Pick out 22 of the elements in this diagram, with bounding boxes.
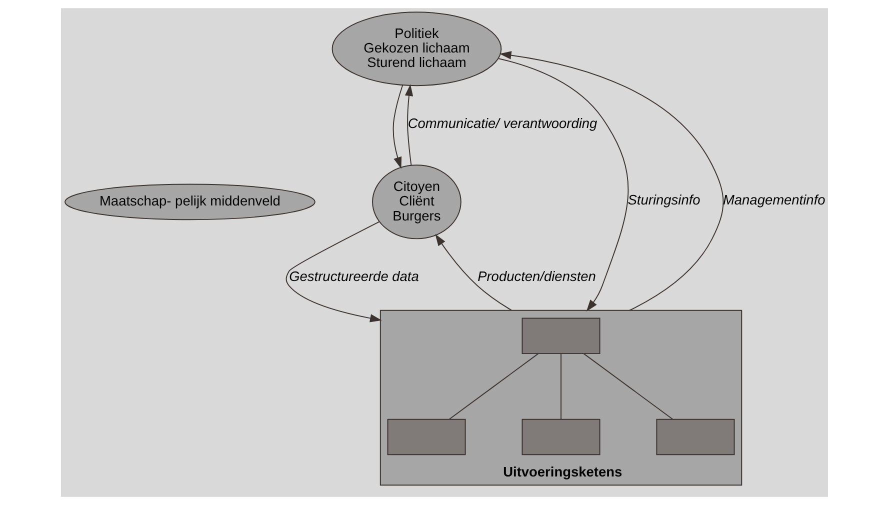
arrow: [392, 84, 403, 169]
arrow: [404, 84, 413, 166]
arrow: [498, 51, 724, 311]
connector: [560, 353, 561, 420]
connector: [448, 353, 538, 420]
cluster: Uitvoeringsketens: [379, 310, 742, 486]
node-ellipse: Maatschap- pelijk middenveld: [64, 184, 315, 220]
arrow: [285, 221, 382, 322]
node-box: [521, 318, 600, 354]
node-ellipse: Politiek Gekozen lichaam Sturend lichaam: [331, 12, 502, 86]
edge-label: Communicatie/ verantwoording: [407, 116, 597, 132]
node-box: [656, 418, 734, 456]
arrow: [434, 234, 512, 311]
node-box: [521, 418, 600, 456]
node-ellipse: Citoyen Cliënt Burgers: [372, 164, 461, 240]
edge-label: Producten/diensten: [477, 269, 596, 284]
edge-label: Sturingsinfo: [627, 192, 700, 208]
arrow: [498, 58, 628, 312]
edge-label: Managementinfo: [722, 192, 825, 208]
node-box: [386, 418, 466, 456]
connector: [582, 353, 673, 420]
edge-label: Gestructureerde data: [288, 269, 418, 284]
